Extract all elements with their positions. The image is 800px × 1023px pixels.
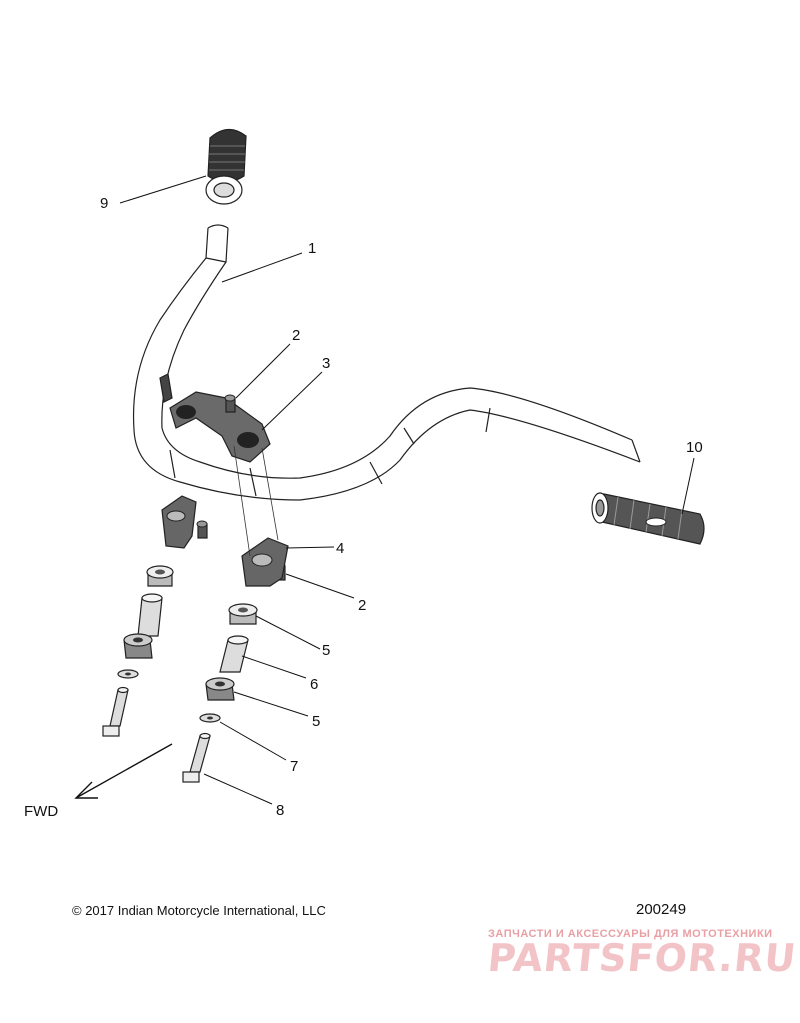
left-lower-bushing-part <box>123 633 153 659</box>
watermark: ЗАПЧАСТИ И АКСЕССУАРЫ ДЛЯ МОТОТЕХНИКИ PA… <box>485 928 799 980</box>
left-riser-bolt-part <box>196 520 208 539</box>
right-riser-part <box>241 537 289 587</box>
left-bolt-part <box>102 686 129 737</box>
left-riser-part <box>161 495 197 549</box>
callout-7: 7 <box>290 758 298 775</box>
left-washer-part <box>117 669 139 679</box>
callout-8: 8 <box>276 802 284 819</box>
leader-lines <box>119 175 695 805</box>
right-washer-part <box>199 713 221 723</box>
callout-5-upper: 5 <box>322 642 330 659</box>
forward-arrow-icon <box>74 743 173 799</box>
callout-10: 10 <box>686 439 703 456</box>
diagram-number: 200249 <box>636 901 687 918</box>
forward-direction-label: FWD <box>24 803 59 820</box>
upper-clamp-part <box>159 373 271 463</box>
right-lower-bushing-part <box>205 677 235 701</box>
callout-4: 4 <box>336 540 344 557</box>
copyright-notice: © 2017 Indian Motorcycle International, … <box>72 903 326 918</box>
upper-clamp-bolt-part <box>224 394 236 413</box>
right-bolt-part <box>182 732 211 783</box>
watermark-logo: PARTSFOR.RU <box>485 936 799 980</box>
callout-3: 3 <box>322 355 330 372</box>
handlebar-part <box>132 224 641 501</box>
right-grip-part <box>591 492 705 545</box>
callout-2-upper: 2 <box>292 327 300 344</box>
callout-1: 1 <box>308 240 316 257</box>
watermark-tagline: ЗАПЧАСТИ И АКСЕССУАРЫ ДЛЯ МОТОТЕХНИКИ <box>488 928 773 940</box>
callout-2-lower: 2 <box>358 597 366 614</box>
assembly-guide-lines <box>233 445 279 557</box>
callout-5-lower: 5 <box>312 713 320 730</box>
right-upper-bushing-part <box>228 603 258 625</box>
right-spacer-part <box>219 635 249 673</box>
left-grip-part <box>205 128 247 205</box>
callout-9: 9 <box>100 195 108 212</box>
left-spacer-part <box>137 593 163 637</box>
callout-6: 6 <box>310 676 318 693</box>
left-upper-bushing-part <box>146 565 174 587</box>
